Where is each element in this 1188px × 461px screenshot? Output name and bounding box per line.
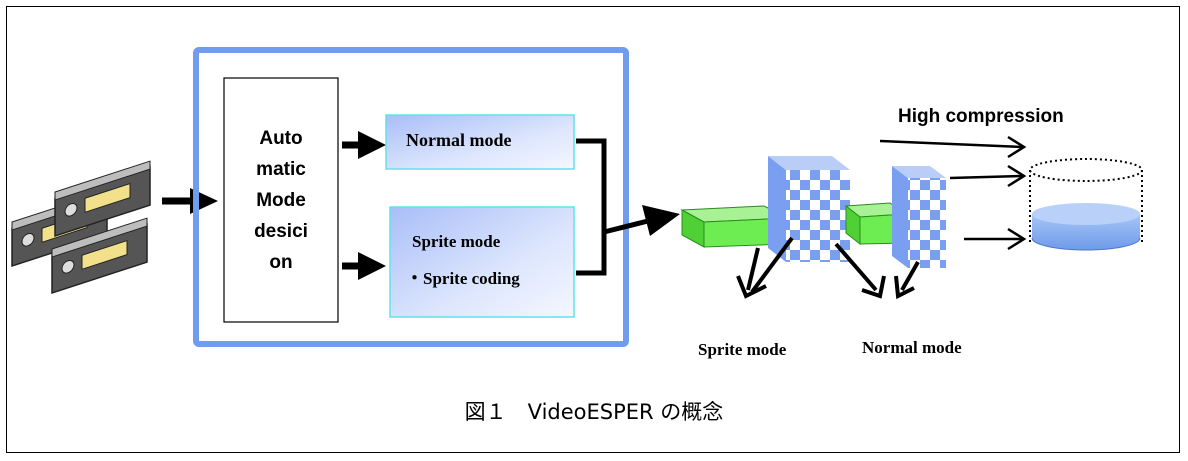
figure-caption: 図１ VideoESPER の概念 [464, 400, 724, 424]
videotape-stack-icon [11, 160, 151, 294]
arrow-icon [879, 135, 1027, 251]
normal-mode-label: Normal mode [406, 130, 512, 150]
sprite-frame-block [680, 205, 790, 248]
arrow-icon [736, 236, 920, 300]
decision-line-5: on [269, 251, 293, 273]
checkered-frame [768, 156, 850, 262]
high-compression-label: High compression [898, 106, 1064, 127]
sprite-mode-box [389, 206, 575, 318]
sprite-mode-title: Sprite mode [412, 232, 501, 251]
arrow-icon [342, 131, 386, 159]
decision-line-1: Auto [259, 127, 303, 149]
normal-mode-output-label: Normal mode [862, 338, 962, 357]
arrow-icon [642, 205, 680, 236]
figure-frame [6, 6, 1180, 453]
system-frame [193, 47, 629, 347]
sprite-coding-bullet: ・Sprite coding [406, 269, 520, 288]
sprite-mode-output-label: Sprite mode [698, 340, 787, 359]
decision-line-4: desici [254, 220, 308, 242]
arrow-icon [342, 252, 386, 280]
normal-mode-box [385, 114, 575, 170]
decision-line-2: matic [256, 158, 306, 180]
decision-line-3: Mode [256, 189, 306, 211]
mode-decision-label: Auto matic Mode desici on [222, 78, 340, 322]
arrow-icon [162, 188, 218, 214]
mode-decision-box [223, 77, 339, 323]
merge-connector [576, 138, 649, 276]
disk-storage-icon [1029, 158, 1143, 251]
checkered-frame [892, 166, 946, 268]
